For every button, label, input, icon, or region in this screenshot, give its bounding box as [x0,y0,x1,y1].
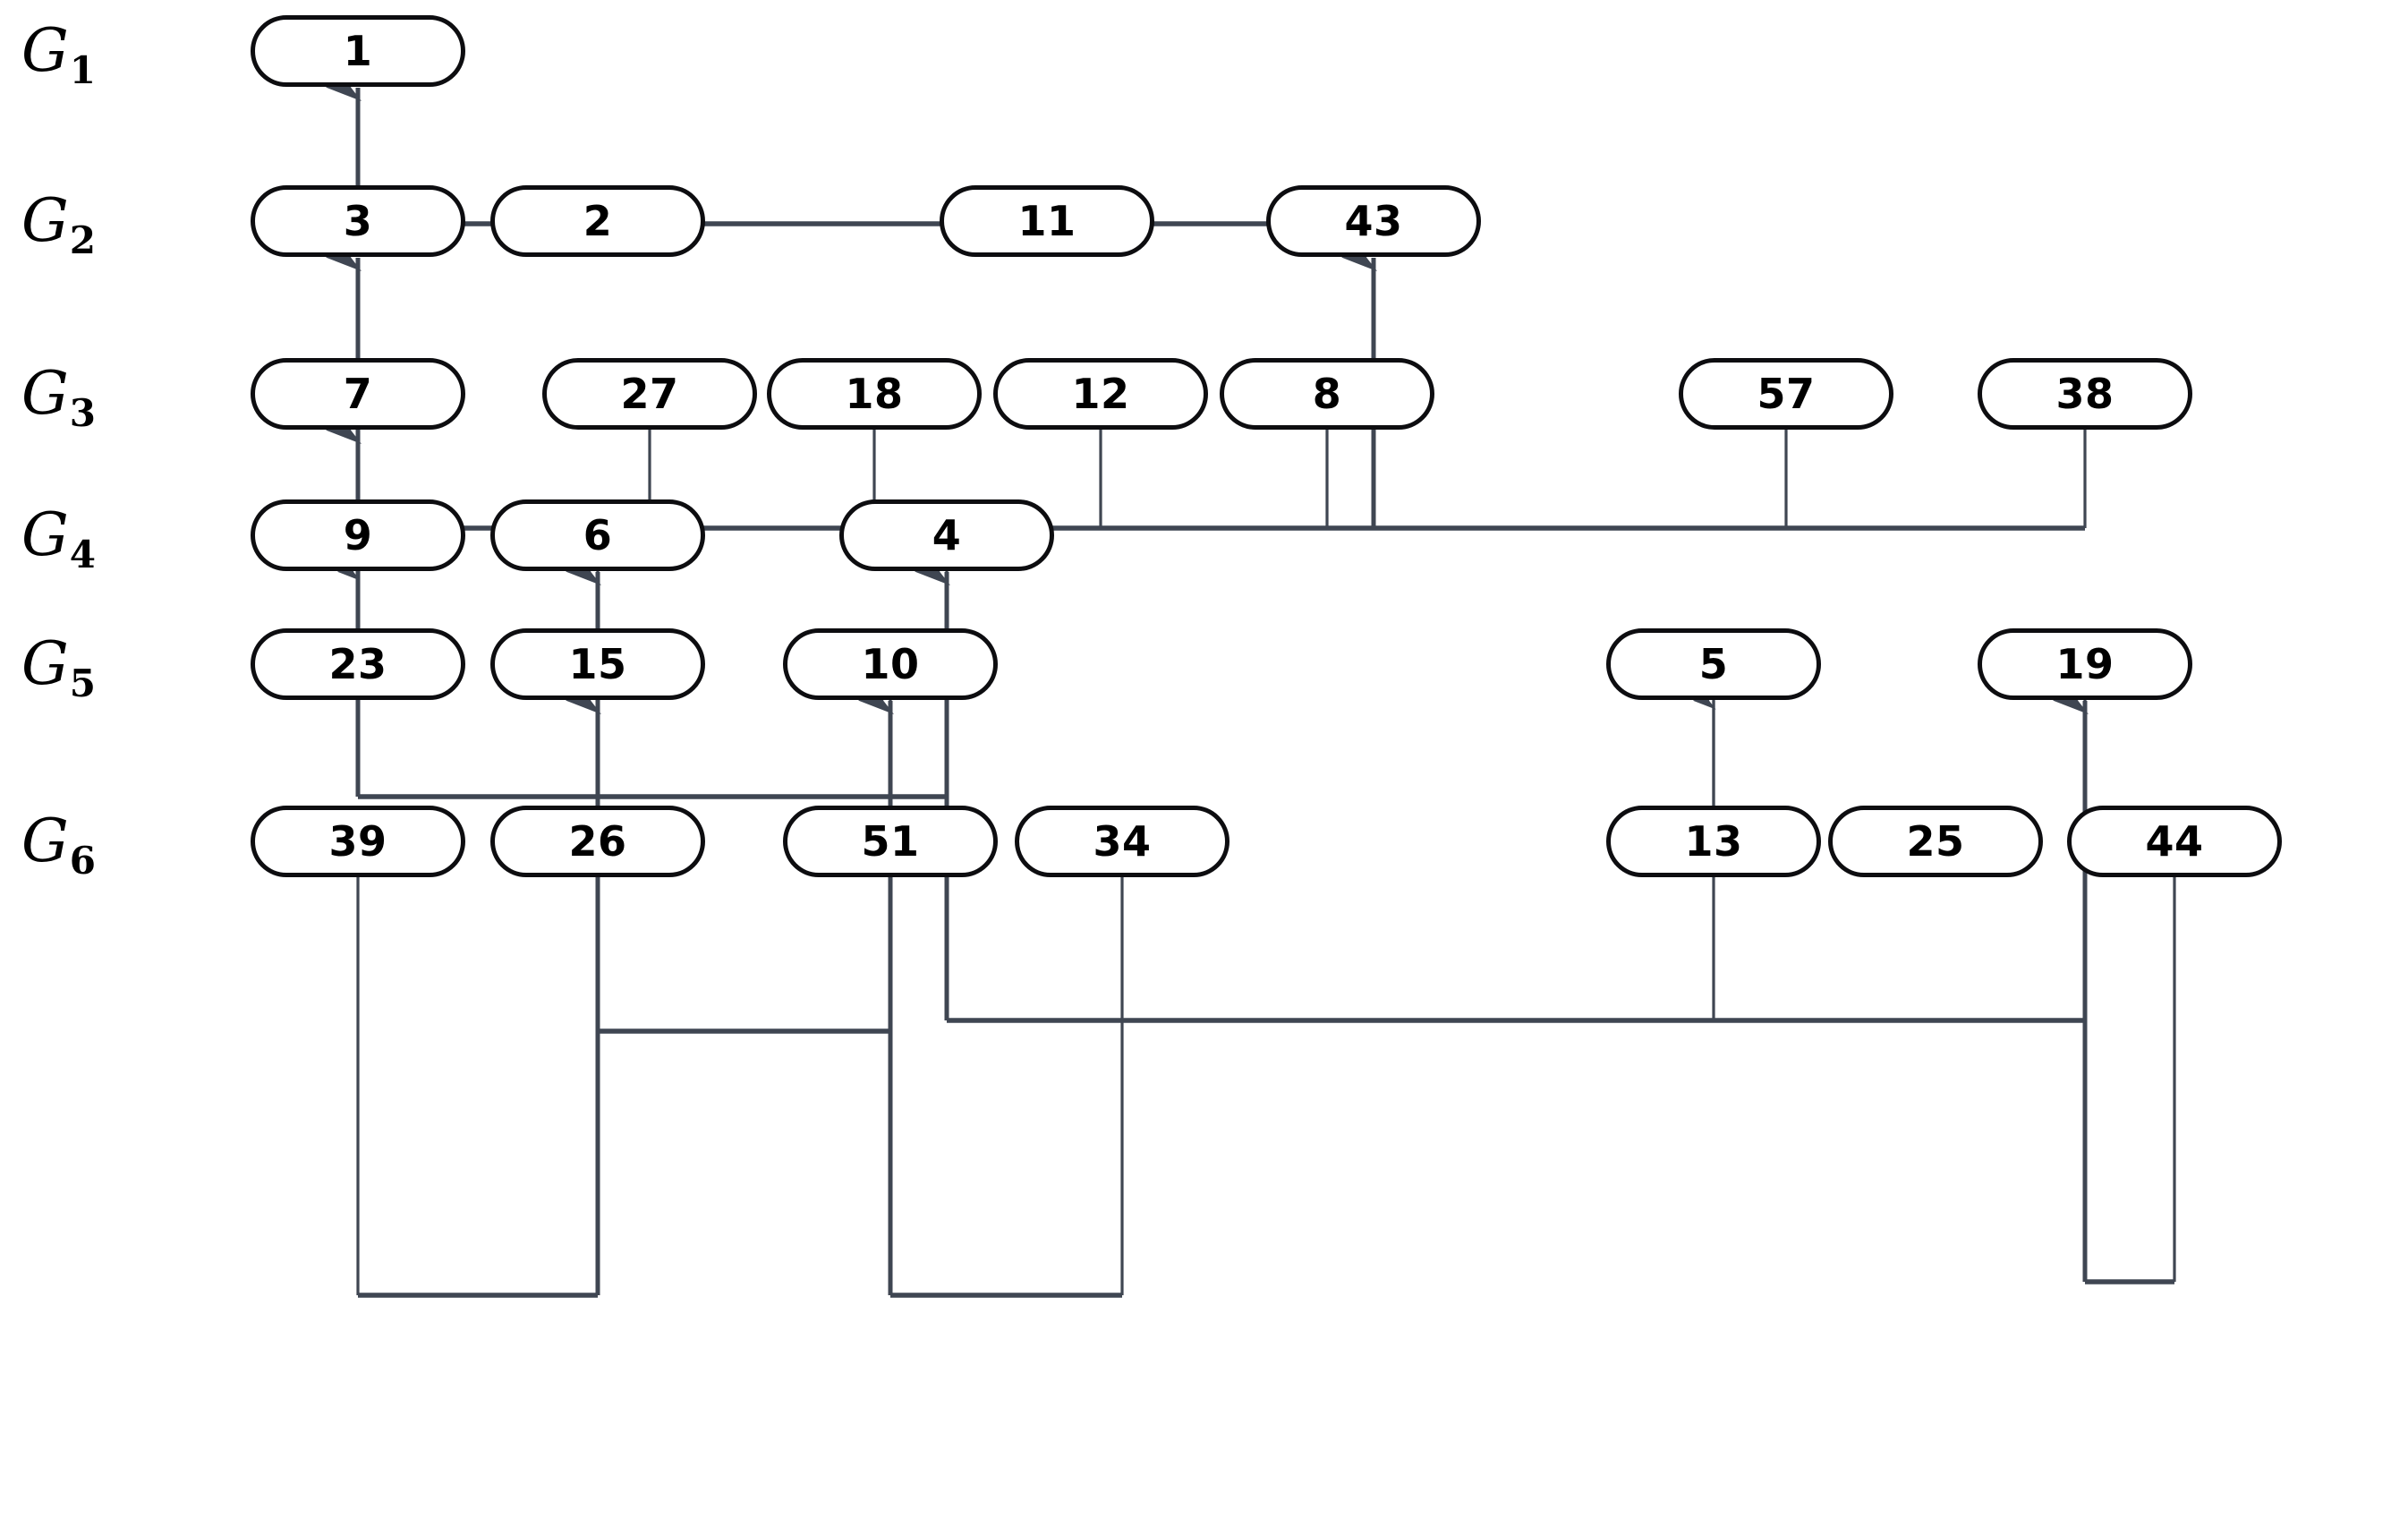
graph-node-26[interactable]: 26 [490,806,705,877]
graph-node-2[interactable]: 2 [490,185,705,257]
script-g-glyph: G [21,500,69,569]
graph-node-1[interactable]: 1 [251,15,465,87]
graph-node-3[interactable]: 3 [251,185,465,257]
level-label-g3: G3 [21,364,96,432]
graph-node-27[interactable]: 27 [542,358,757,430]
level-label-g4: G4 [21,506,96,574]
graph-node-6[interactable]: 6 [490,499,705,571]
level-label-g6: G6 [21,812,96,880]
level-subscript: 1 [69,48,96,92]
graph-node-57[interactable]: 57 [1679,358,1893,430]
level-label-g1: G1 [21,21,96,90]
level-label-g5: G5 [21,635,96,703]
graph-node-9[interactable]: 9 [251,499,465,571]
graph-node-38[interactable]: 38 [1978,358,2192,430]
script-g-glyph: G [21,629,69,698]
graph-node-4[interactable]: 4 [839,499,1054,571]
level-subscript: 6 [69,839,96,883]
graph-node-10[interactable]: 10 [783,628,998,700]
level-label-g2: G2 [21,192,96,260]
graph-node-19[interactable]: 19 [1978,628,2192,700]
level-subscript: 2 [69,218,96,262]
level-subscript: 4 [69,533,96,576]
graph-node-25[interactable]: 25 [1828,806,2043,877]
graph-node-5[interactable]: 5 [1606,628,1821,700]
graph-node-18[interactable]: 18 [767,358,982,430]
graph-node-44[interactable]: 44 [2067,806,2282,877]
script-g-glyph: G [21,186,69,255]
graph-node-8[interactable]: 8 [1220,358,1434,430]
graph-node-34[interactable]: 34 [1015,806,1230,877]
level-subscript: 5 [69,661,96,705]
graph-node-7[interactable]: 7 [251,358,465,430]
script-g-glyph: G [21,359,69,428]
graph-node-39[interactable]: 39 [251,806,465,877]
graph-node-12[interactable]: 12 [993,358,1208,430]
level-subscript: 3 [69,391,96,435]
graph-node-43[interactable]: 43 [1266,185,1481,257]
graph-node-23[interactable]: 23 [251,628,465,700]
graph-node-15[interactable]: 15 [490,628,705,700]
graph-node-51[interactable]: 51 [783,806,998,877]
script-g-glyph: G [21,806,69,875]
script-g-glyph: G [21,16,69,85]
graph-node-13[interactable]: 13 [1606,806,1821,877]
graph-node-11[interactable]: 11 [940,185,1154,257]
